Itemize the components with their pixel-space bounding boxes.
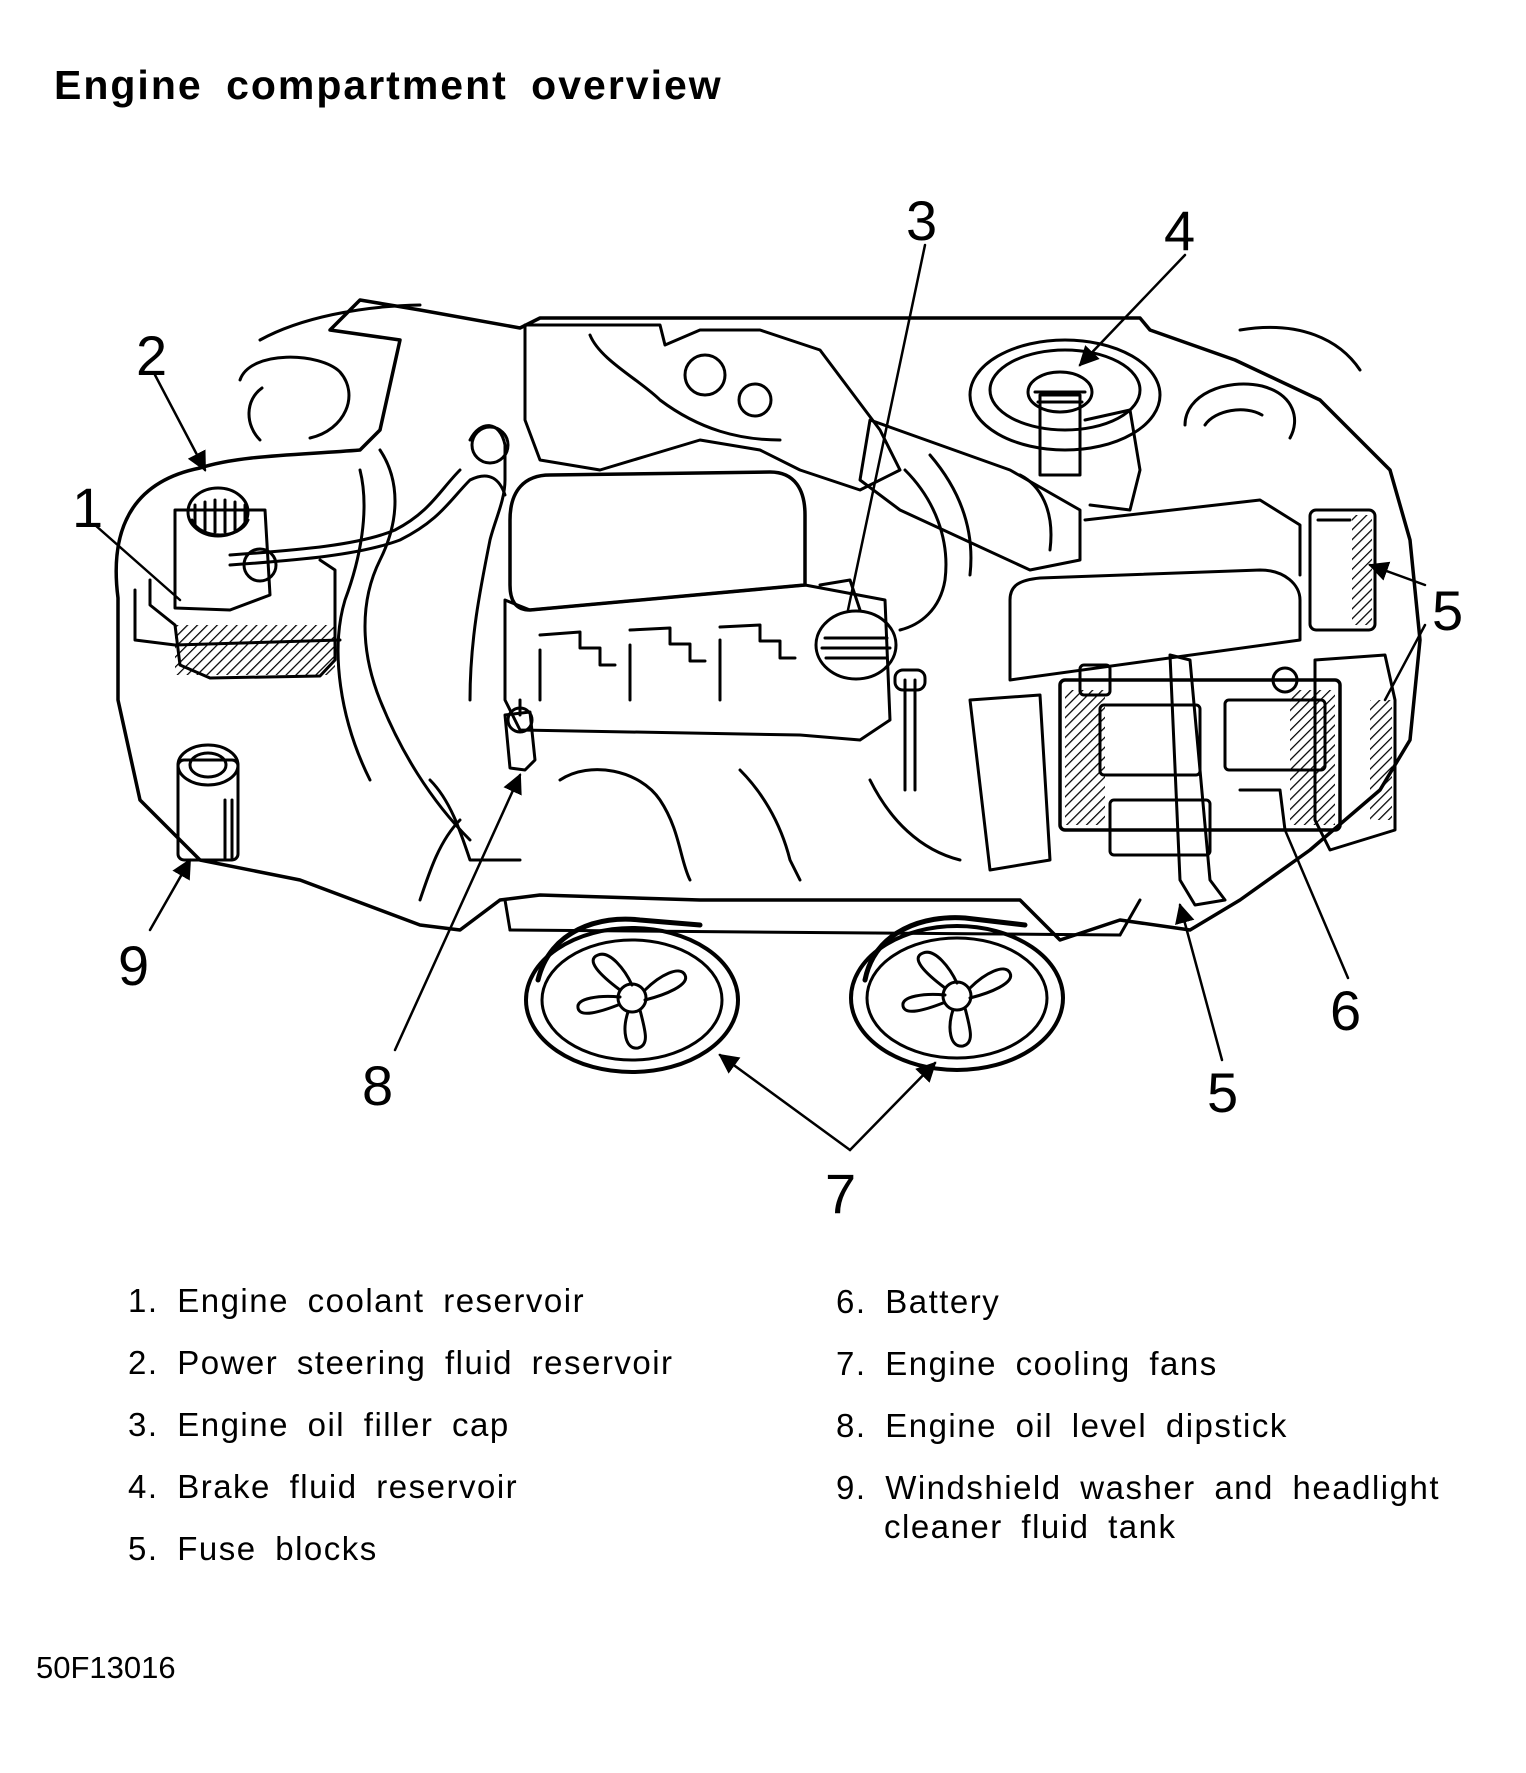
air-filter-box (1008, 498, 1302, 682)
left-strut-tower (238, 355, 351, 442)
figure-code: 50F13016 (36, 1650, 176, 1685)
cooling-fan-left (524, 916, 740, 1074)
leader-9 (148, 858, 192, 932)
legend-number: 6. (836, 1283, 867, 1320)
legend-label: Fuse blocks (177, 1530, 378, 1567)
legend-number: 5. (128, 1530, 159, 1567)
leader-7a (718, 1053, 852, 1152)
callout-2: 2 (136, 324, 167, 387)
legend-item-4: 4. Brake fluid reservoir (128, 1468, 518, 1506)
leader-5a (1368, 561, 1427, 587)
callout-5-right: 5 (1432, 579, 1463, 642)
legend-label: Windshield washer and headlight (885, 1469, 1441, 1506)
washer-fluid-tank (176, 743, 240, 862)
legend-label: Engine oil level dipstick (885, 1407, 1288, 1444)
legend-label: Engine cooling fans (885, 1345, 1218, 1382)
callout-6: 6 (1330, 979, 1361, 1042)
legend-item-9-continued: cleaner fluid tank (884, 1508, 1177, 1545)
battery (1058, 653, 1342, 907)
legend-item-6: 6. Battery (836, 1283, 1000, 1321)
brake-fluid-reservoir (968, 338, 1162, 512)
page-title: Engine compartment overview (54, 62, 723, 108)
leader-2 (153, 373, 207, 472)
legend-label: Battery (885, 1283, 1001, 1320)
legend-number: 8. (836, 1407, 867, 1444)
legend-number: 7. (836, 1345, 867, 1382)
leader-4 (1078, 253, 1187, 367)
callout-7: 7 (825, 1162, 856, 1225)
legend-label: Power steering fluid reservoir (177, 1344, 674, 1381)
lower-engine (418, 693, 1052, 902)
intake-plenum (523, 323, 902, 492)
legend-number: 3. (128, 1406, 159, 1443)
leader-5b (1383, 623, 1427, 702)
legend-item-3: 3. Engine oil filler cap (128, 1406, 510, 1444)
legend-item-9: 9. Windshield washer and headlight (836, 1469, 1440, 1507)
callout-numbers: 1 2 3 4 5 5 6 7 8 9 (72, 189, 1463, 1225)
leader-1 (93, 523, 182, 602)
oil-dipstick (503, 668, 927, 792)
legend-item-5: 5. Fuse blocks (128, 1530, 378, 1568)
legend-label: Engine coolant reservoir (177, 1282, 586, 1319)
air-intake-duct (858, 418, 1082, 572)
coolant-hoses (228, 424, 973, 842)
callout-1: 1 (72, 476, 103, 539)
leader-7b (848, 1061, 937, 1152)
callout-8: 8 (362, 1054, 393, 1117)
fuse-block-upper (1308, 508, 1377, 632)
leader-6 (1283, 828, 1350, 980)
legend-label: Brake fluid reservoir (177, 1468, 519, 1505)
right-strut-tower (1183, 382, 1297, 440)
engine-bay-outline (114, 298, 1422, 942)
legend-number: 1. (128, 1282, 159, 1319)
legend-item-1: 1. Engine coolant reservoir (128, 1282, 585, 1320)
callout-9: 9 (118, 934, 149, 997)
oil-filler-cap (814, 578, 898, 681)
callout-4: 4 (1164, 199, 1195, 262)
power-steering-reservoir (173, 486, 278, 612)
legend-label: Engine oil filler cap (177, 1406, 510, 1443)
coolant-reservoir (133, 558, 342, 680)
leader-8 (393, 773, 522, 1052)
legend-item-7: 7. Engine cooling fans (836, 1345, 1218, 1383)
leader-5c (1175, 903, 1224, 1062)
leader-3 (846, 243, 927, 612)
legend-number: 2. (128, 1344, 159, 1381)
legend-item-8: 8. Engine oil level dipstick (836, 1407, 1288, 1445)
legend-number: 4. (128, 1468, 159, 1505)
callout-5-bottom: 5 (1207, 1061, 1238, 1124)
legend-item-2: 2. Power steering fluid reservoir (128, 1344, 674, 1382)
engine-cover (503, 470, 892, 742)
leader-lines (93, 243, 1427, 1152)
cooling-fan-right (849, 915, 1065, 1072)
legend-number: 9. (836, 1469, 867, 1506)
callout-3: 3 (906, 189, 937, 252)
